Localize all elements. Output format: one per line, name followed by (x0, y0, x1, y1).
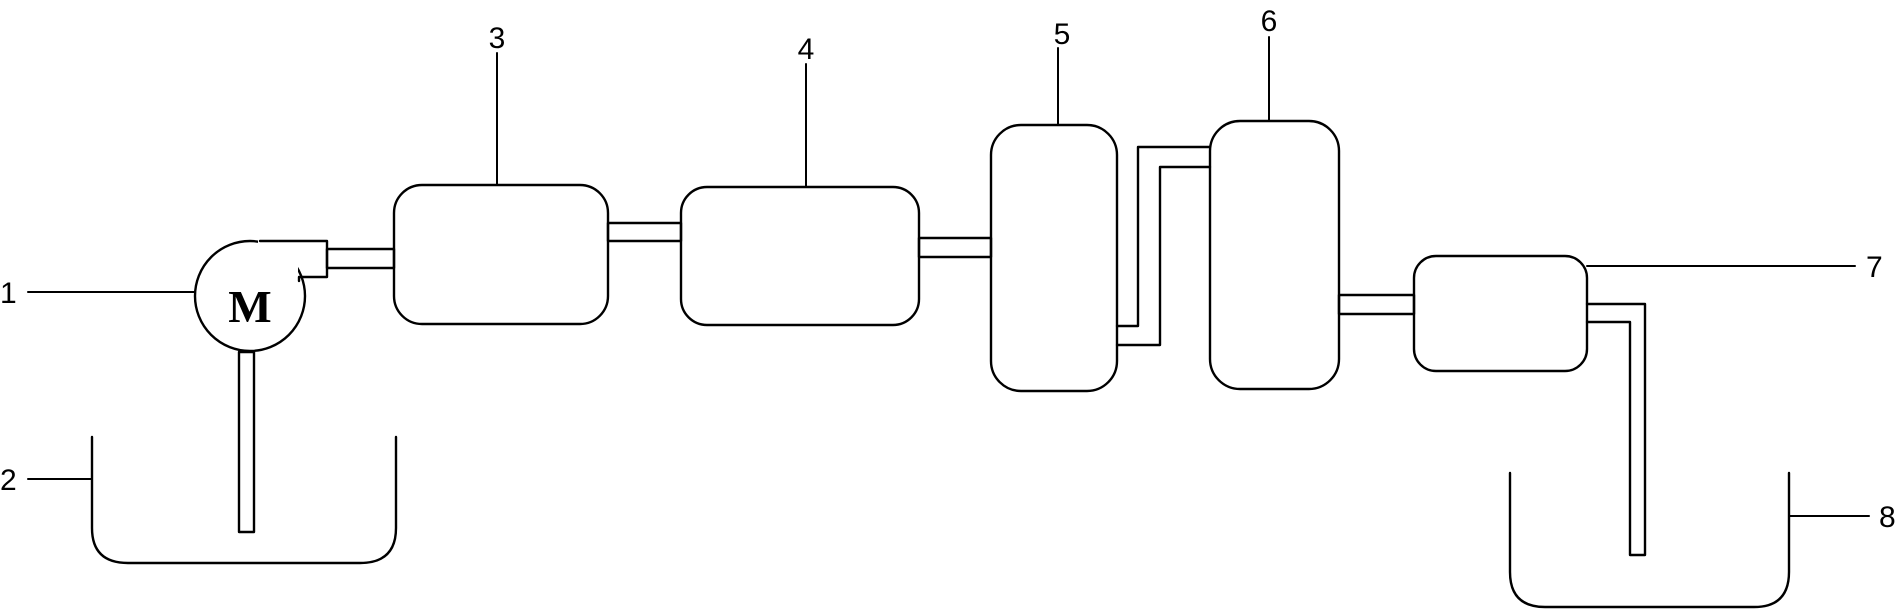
label-1: 1 (0, 277, 17, 310)
source-tank (90, 435, 398, 565)
collection-tank (1508, 471, 1791, 609)
unit-6 (1208, 119, 1341, 391)
label-6: 6 (1261, 5, 1278, 38)
unit-3 (392, 183, 610, 326)
pipe-pump-to-unit-3 (325, 247, 396, 270)
unit-5 (989, 123, 1119, 393)
label-2: 2 (0, 464, 17, 497)
unit-4 (679, 185, 921, 327)
pipe-unit-5-to-unit-6 (1115, 145, 1212, 347)
label-3: 3 (489, 22, 506, 55)
label-5: 5 (1054, 18, 1071, 51)
pipe-unit-7-to-tank-8 (1585, 302, 1647, 557)
label-4: 4 (798, 33, 815, 66)
motor-letter: M (228, 281, 271, 332)
pipe-unit-3-to-unit-4 (606, 221, 683, 243)
unit-7 (1412, 254, 1589, 373)
pump-body (193, 239, 307, 353)
label-8: 8 (1879, 501, 1896, 534)
pipe-unit-4-to-unit-5 (917, 236, 993, 259)
pump-outlet-nozzle (258, 239, 329, 283)
suction-pipe (237, 350, 256, 534)
label-7: 7 (1866, 251, 1883, 284)
pipe-unit-6-to-unit-7 (1337, 293, 1416, 316)
